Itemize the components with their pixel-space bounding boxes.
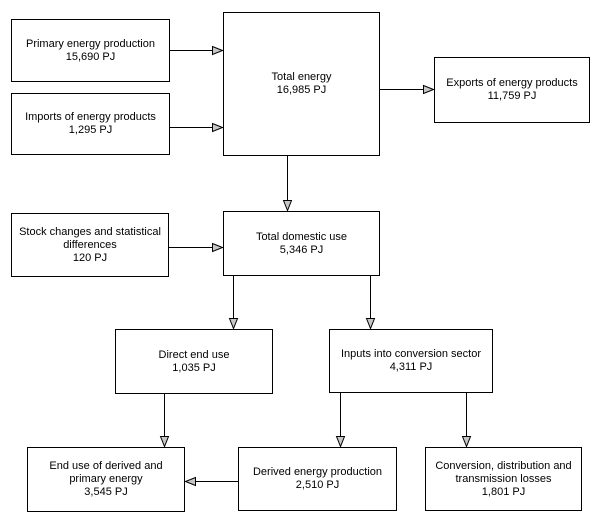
connector-imports-to-total-energy [170, 122, 224, 133]
box-label: Direct end use [158, 348, 230, 361]
box-value: 15,690 PJ [65, 50, 116, 63]
box-value: 1,035 PJ [172, 361, 216, 374]
box-derived-energy-production: Derived energy production 2,510 PJ [238, 447, 397, 511]
box-value: 1,801 PJ [481, 485, 526, 498]
box-exports-of-energy-products: Exports of energy products 11,759 PJ [434, 57, 590, 123]
box-label: Primary energy production [25, 37, 155, 50]
connector-direct-end-use-to-end-use [159, 394, 170, 448]
connector-domestic-use-to-inputs-conversion [365, 276, 376, 330]
box-primary-energy-production: Primary energy production 15,690 PJ [11, 19, 170, 82]
box-label: Stock changes and statistical difference… [19, 225, 161, 251]
box-label: Derived energy production [252, 466, 383, 478]
box-stock-changes: Stock changes and statistical difference… [11, 213, 169, 277]
box-value: 5,346 PJ [279, 243, 324, 256]
box-label: Imports of energy products [25, 111, 156, 123]
box-label: Inputs into conversion sector [340, 348, 482, 360]
box-conversion-losses: Conversion, distribution and transmissio… [425, 447, 582, 511]
connector-derived-to-end-use [184, 476, 238, 487]
connector-total-energy-to-domestic-use [282, 156, 293, 212]
box-value: 16,985 PJ [276, 84, 327, 96]
connector-total-energy-to-exports [380, 84, 435, 95]
box-imports-of-energy-products: Imports of energy products 1,295 PJ [11, 93, 170, 155]
box-label: End use of derived and primary energy [49, 460, 163, 485]
box-label: Total domestic use [255, 230, 348, 243]
connector-domestic-use-to-direct-end-use [228, 276, 239, 330]
connector-stock-changes-to-domestic-use [169, 242, 224, 253]
box-value: 4,311 PJ [389, 361, 433, 373]
box-value: 2,510 PJ [295, 479, 340, 491]
connector-inputs-conversion-to-losses [461, 393, 472, 448]
box-value: 120 PJ [72, 251, 108, 264]
connector-inputs-conversion-to-derived [335, 393, 346, 448]
box-label: Total energy [271, 71, 332, 83]
box-total-energy: Total energy 16,985 PJ [223, 12, 380, 156]
box-label: Conversion, distribution and transmissio… [435, 459, 572, 485]
box-direct-end-use: Direct end use 1,035 PJ [115, 329, 273, 394]
box-value: 1,295 PJ [68, 124, 113, 136]
box-end-use-of-derived-and-primary: End use of derived and primary energy 3,… [27, 447, 185, 512]
box-label: Exports of energy products [446, 77, 578, 89]
box-total-domestic-use: Total domestic use 5,346 PJ [223, 211, 380, 276]
box-value: 3,545 PJ [84, 486, 128, 498]
box-value: 11,759 PJ [487, 90, 537, 102]
box-inputs-into-conversion-sector: Inputs into conversion sector 4,311 PJ [329, 329, 493, 393]
connector-primary-to-total-energy [170, 45, 224, 56]
